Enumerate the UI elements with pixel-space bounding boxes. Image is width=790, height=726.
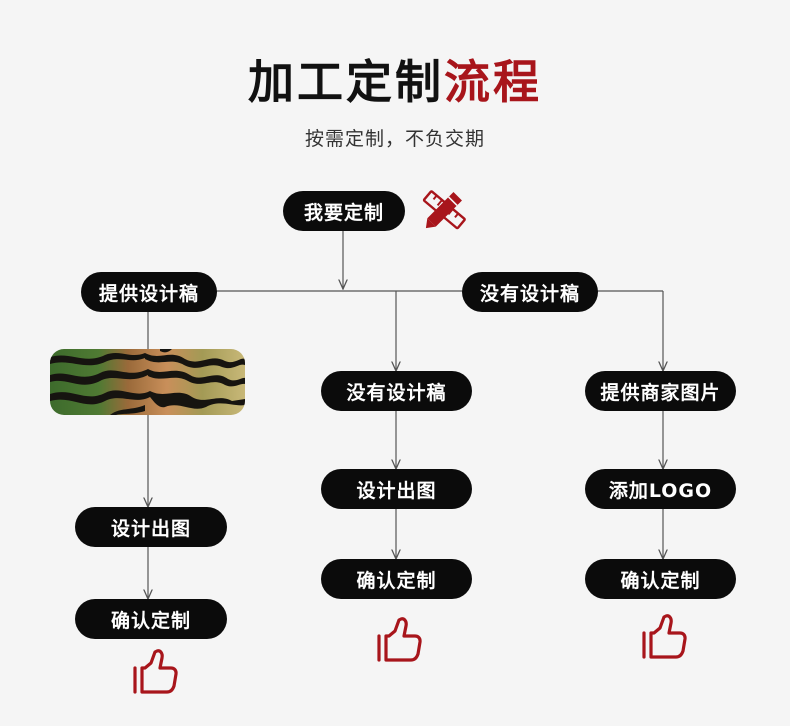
node-start: 我要定制 bbox=[283, 191, 405, 231]
thumbs-up-icon bbox=[642, 614, 687, 659]
thumbs-up-icon bbox=[377, 617, 422, 662]
node-right-add-logo: 添加LOGO bbox=[585, 469, 736, 509]
node-provide-design: 提供设计稿 bbox=[81, 272, 217, 312]
page-subtitle: 按需定制，不负交期 bbox=[304, 128, 485, 150]
node-left-design-output: 设计出图 bbox=[75, 507, 227, 547]
pencil-ruler-icon bbox=[422, 190, 466, 230]
title-black-part: 加工定制 bbox=[248, 55, 444, 109]
title-red-part: 流程 bbox=[444, 55, 542, 109]
node-right-merchant-image: 提供商家图片 bbox=[585, 371, 736, 411]
node-middle-confirm: 确认定制 bbox=[321, 559, 472, 599]
thumbs-up-icon bbox=[133, 649, 178, 694]
node-right-confirm: 确认定制 bbox=[585, 559, 736, 599]
node-no-design: 没有设计稿 bbox=[462, 272, 598, 312]
node-middle-design-output: 设计出图 bbox=[321, 469, 472, 509]
camo-pattern-sample bbox=[50, 349, 245, 415]
node-left-confirm: 确认定制 bbox=[75, 599, 227, 639]
page-title: 加工定制流程 bbox=[0, 52, 790, 112]
node-middle-no-design: 没有设计稿 bbox=[321, 371, 472, 411]
